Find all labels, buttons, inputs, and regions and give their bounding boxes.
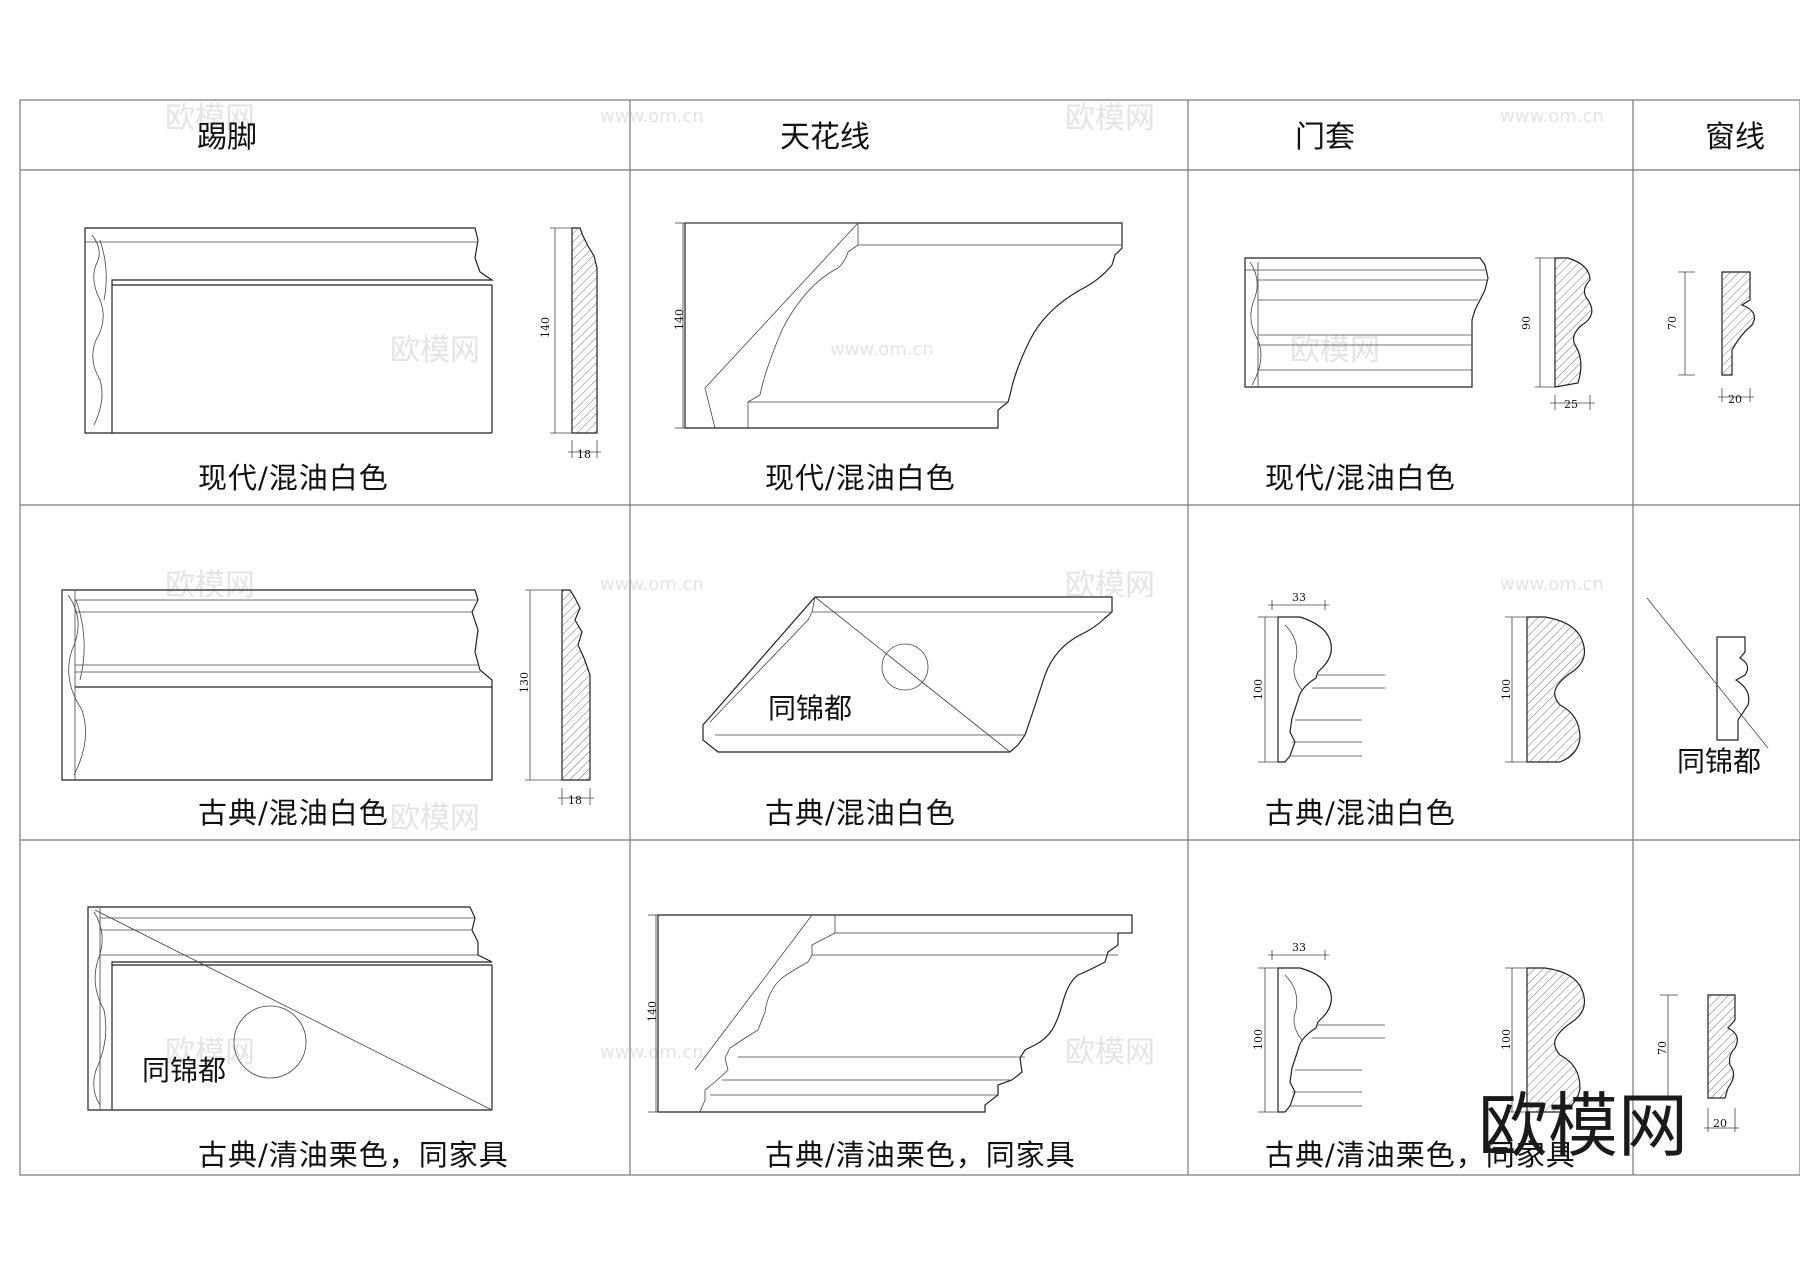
dim-door-modern-height: 90 [1520,316,1533,330]
dim-door-classic-profile-height: 100 [1500,679,1513,700]
dim-door-modern-width: 25 [1564,398,1578,411]
door-classic-stained-section: 33 100 [1252,941,1385,1113]
door-modern-elevation [1244,257,1489,388]
watermark-text: 欧模网 [1065,568,1155,603]
skirting-classic-elevation [61,589,493,781]
caption-ceiling-stained: 古典/清油栗色，同家具 [765,1138,1076,1172]
note-same-as-jindu-window: 同锦都 [1677,745,1761,778]
watermark-text: 欧模网 [1065,101,1155,136]
faint-watermarks: 欧模网 www.om.cn 欧模网 www.om.cn 欧模网 www.om.c… [165,101,1604,1070]
ceiling-classic-stained-elevation: 140 [646,914,1133,1113]
dim-ceiling-modern-height: 140 [673,309,686,330]
window-classic-profile [1646,597,1769,749]
header-window-line: 窗线 [1705,120,1765,155]
watermark-text: 欧模网 [165,101,255,136]
header-door-casing: 门套 [1295,120,1355,155]
window-classic-stained-profile: 70 20 [1656,994,1739,1132]
dim-door-classic3-height: 100 [1252,1029,1265,1050]
watermark-text: 欧模网 [165,1035,255,1070]
ceiling-modern-elevation: 140 [673,222,1123,429]
caption-door-modern: 现代/混油白色 [1265,461,1456,495]
dim-skirting-classic-height: 130 [518,672,531,693]
watermark-text: 欧模网 [390,801,480,836]
dim-window-classic3-width: 20 [1713,1117,1727,1130]
caption-skirting-modern: 现代/混油白色 [198,461,389,495]
door-classic-section: 33 100 [1252,591,1385,763]
caption-ceiling-classic: 古典/混油白色 [765,796,956,830]
caption-skirting-stained: 古典/清油栗色，同家具 [198,1138,509,1172]
caption-door-classic: 古典/混油白色 [1265,796,1456,830]
watermark-url: www.om.cn [830,339,934,360]
watermark-text: 欧模网 [165,568,255,603]
watermark-logo: 欧模网 [1478,1085,1688,1167]
watermark-url: www.om.cn [1500,574,1604,595]
watermark-url: www.om.cn [1500,106,1604,127]
window-modern-profile: 70 20 [1666,271,1755,406]
dim-window-modern-height: 70 [1666,316,1679,330]
watermark-text: 欧模网 [1290,333,1380,368]
watermark-url: www.om.cn [600,106,704,127]
watermark-url: www.om.cn [600,1042,704,1063]
ceiling-classic-elevation [702,596,1113,753]
watermark-text: 欧模网 [1065,1035,1155,1070]
caption-skirting-classic: 古典/混油白色 [198,796,389,830]
skirting-modern-elevation [84,227,494,434]
dim-skirting-modern-height: 140 [539,317,552,338]
dim-window-modern-width: 20 [1728,393,1742,406]
watermark-text: 欧模网 [390,333,480,368]
header-ceiling-line: 天花线 [780,120,870,155]
dim-door-classic-height: 100 [1252,679,1265,700]
caption-ceiling-modern: 现代/混油白色 [765,461,956,495]
dim-ceiling-classic3-height: 140 [646,1001,659,1022]
note-same-as-jindu-skirting: 同锦都 [142,1054,226,1087]
note-same-as-jindu: 同锦都 [768,692,852,725]
dim-door-classic3-width: 33 [1292,941,1306,954]
column-headers: 踢脚 天花线 门套 窗线 [197,120,1765,155]
caption-door-stained: 古典/清油栗色，同家具 [1265,1138,1576,1172]
watermark-url: www.om.cn [600,574,704,595]
header-skirting: 踢脚 [197,120,257,155]
dim-door-classic3-profile-height: 100 [1500,1029,1513,1050]
door-classic-stained-profile: 100 [1500,967,1585,1113]
dim-skirting-classic-width: 18 [568,794,582,807]
skirting-classic-profile: 130 18 [518,589,594,807]
dim-window-classic3-height: 70 [1656,1041,1669,1055]
skirting-classic-stained-elevation [87,906,493,1111]
dim-door-classic-width: 33 [1292,591,1306,604]
table-grid [19,99,1800,1176]
skirting-modern-profile: 140 18 [539,227,601,461]
door-classic-profile: 100 [1500,616,1585,763]
dim-skirting-modern-width: 18 [577,448,591,461]
door-modern-profile: 90 25 [1520,257,1595,411]
